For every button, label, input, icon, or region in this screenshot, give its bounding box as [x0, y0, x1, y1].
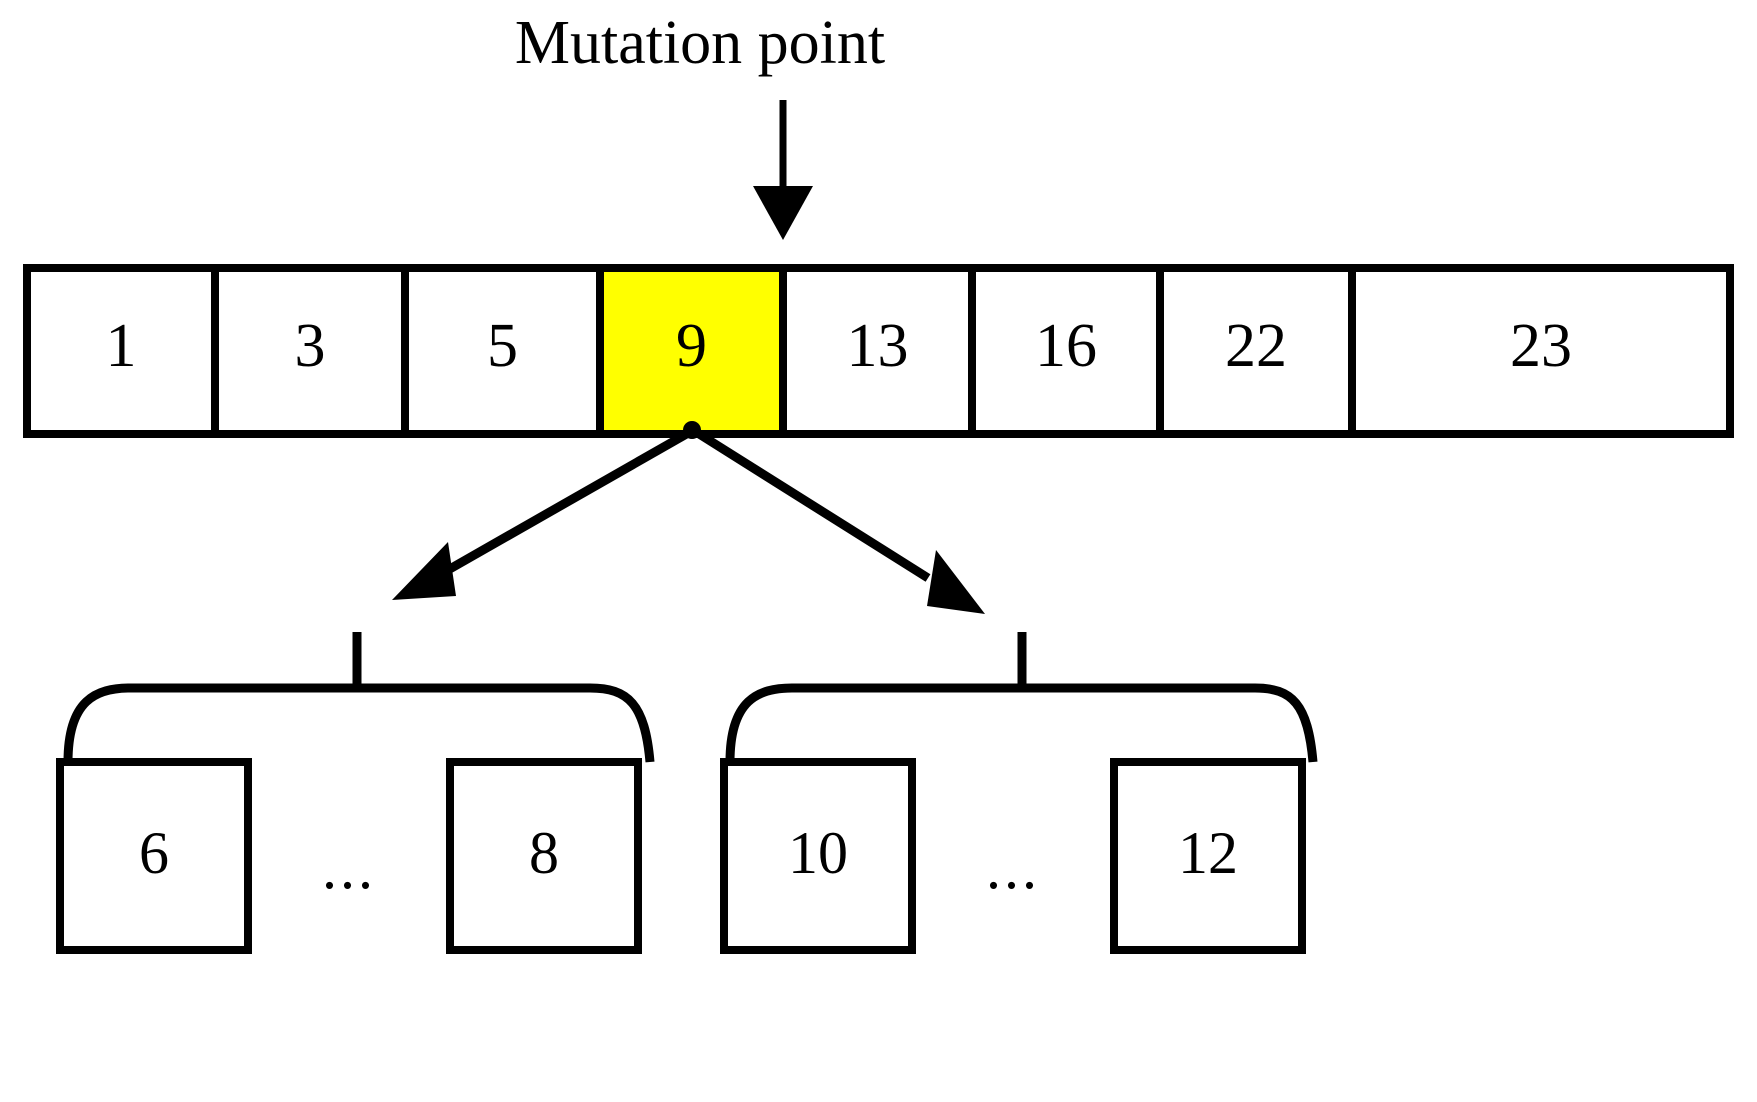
leaf-value-right-first: 10	[788, 820, 848, 886]
leaf-value-right-last: 12	[1178, 820, 1238, 886]
array-cell-value-4: 13	[846, 312, 909, 380]
array-cell-value-0: 1	[105, 312, 137, 380]
chromosome-array	[23, 264, 1734, 438]
array-cell-value-3: 9	[676, 312, 707, 380]
array-cell-value-6: 22	[1225, 312, 1287, 380]
array-cell-highlight-fill	[600, 268, 783, 434]
array-cell-value-2: 5	[487, 312, 518, 380]
leaf-ellipsis-right: ...	[986, 835, 1040, 901]
right-bracket-curve	[725, 683, 1318, 763]
array-cell-value-5: 16	[1035, 312, 1097, 380]
mutation-point-arrow	[753, 100, 813, 240]
left-bracket-curve	[63, 683, 655, 763]
leaf-value-left-first: 6	[139, 820, 169, 886]
branch-arrow-left	[392, 428, 693, 600]
leaf-box-left-last	[446, 758, 642, 954]
page-title: Mutation point	[514, 9, 886, 77]
branch-arrow-right	[693, 428, 985, 614]
leaf-box-right-first	[720, 758, 916, 954]
right-branch-bracket	[725, 632, 1318, 763]
leaf-value-left-last: 8	[529, 820, 559, 886]
leaf-box-right-last	[1110, 758, 1306, 954]
left-branch-bracket	[63, 632, 655, 763]
leaf-box-left-first	[56, 758, 252, 954]
array-cell-value-7: 23	[1510, 312, 1572, 380]
branch-origin-dot	[683, 421, 701, 439]
array-outer-border	[23, 264, 1734, 438]
array-cell-value-1: 3	[294, 312, 326, 380]
leaf-ellipsis-left: ...	[322, 835, 376, 901]
